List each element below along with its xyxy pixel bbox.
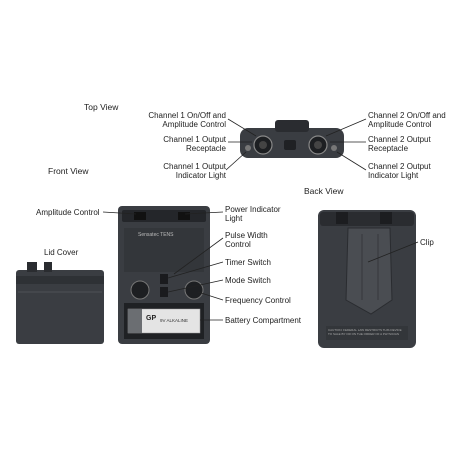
battery-compartment-label: Battery Compartment [225,316,302,325]
front-view-device [118,206,210,344]
battery-brand: GP [146,315,157,322]
pulse-width-knob-icon [130,280,150,300]
ch2-indicator-light-icon [331,145,337,151]
frequency-knob-icon [184,280,204,300]
lid-cover-device [16,262,104,344]
top-view-device [240,120,344,158]
back-caution-text: CAUTION: FEDERAL LAW RESTRICTS THIS DEVI… [328,328,402,336]
back-view-device [318,210,416,348]
clip-label: Clip [420,238,434,247]
device-brand: Sensatec TENS [138,232,174,238]
battery-text: 9V ALKALINE [160,318,189,323]
back-view-title: Back View [304,186,344,196]
frequency-control-label: Frequency Control [225,296,291,305]
amplitude-control-label: Amplitude Control [36,208,100,217]
clip-icon [345,227,393,315]
mode-switch-icon [160,287,168,297]
timer-switch-icon [160,274,168,284]
ch1-indicator-light-icon [245,145,251,151]
front-view-title: Front View [48,166,89,176]
top-view-title: Top View [84,102,119,112]
timer-switch-label: Timer Switch [225,258,271,267]
lid-cover-label: Lid Cover [44,248,79,257]
mode-switch-label: Mode Switch [225,276,271,285]
